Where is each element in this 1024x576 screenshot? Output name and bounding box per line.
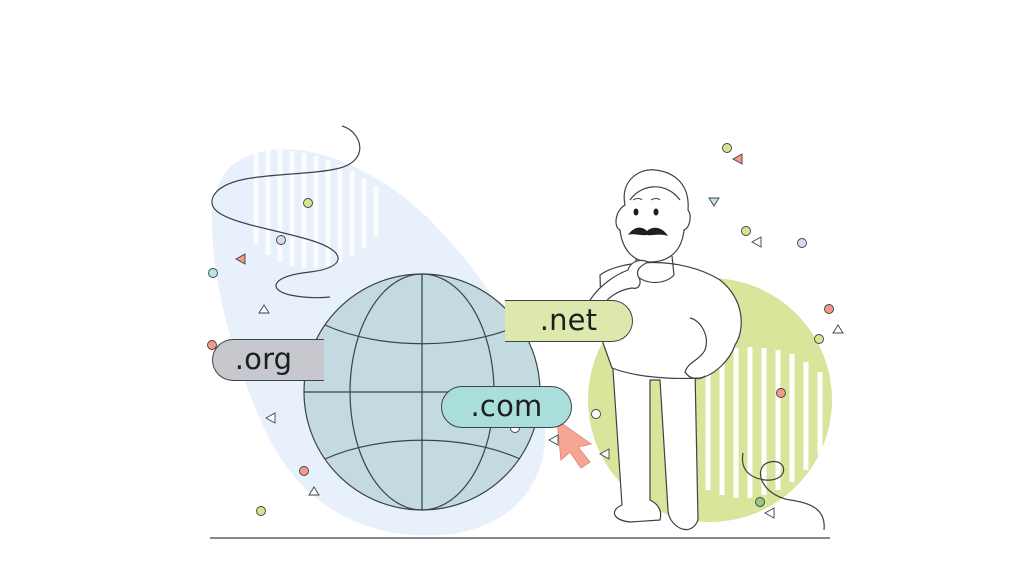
domain-tag-org: .org xyxy=(212,339,324,381)
mustache xyxy=(628,227,668,236)
domain-tag-net-label: .net xyxy=(539,302,598,337)
person-illustration xyxy=(589,169,742,531)
face-details xyxy=(628,198,668,236)
domain-tag-com: .com xyxy=(441,386,572,428)
domain-tag-net: .net xyxy=(505,300,633,342)
left-stripes xyxy=(253,150,379,268)
domain-tag-org-label: .org xyxy=(234,341,293,376)
squiggle-line-left xyxy=(211,125,361,299)
globe-icon xyxy=(303,273,541,511)
domain-tag-com-label: .com xyxy=(470,388,543,423)
mouse-cursor-icon xyxy=(556,418,593,469)
squiggle-line-right xyxy=(741,452,825,531)
decorative-triangles xyxy=(235,153,844,519)
right-stripes xyxy=(705,347,823,498)
